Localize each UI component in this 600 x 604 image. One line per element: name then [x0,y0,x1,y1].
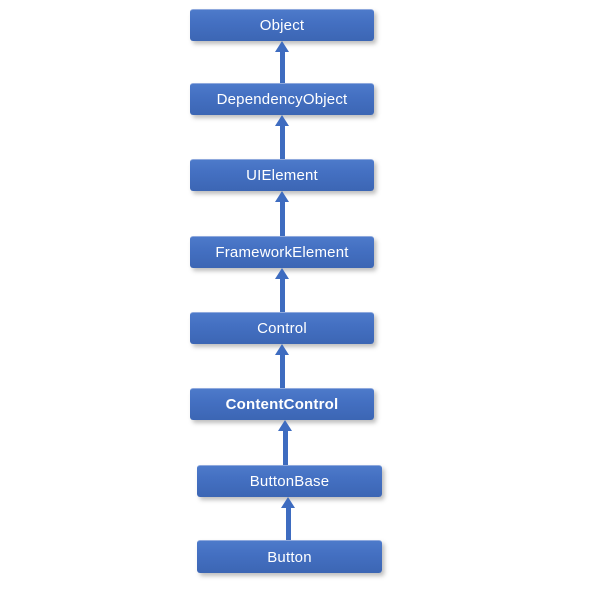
node-frameworkelement-label: FrameworkElement [215,244,349,261]
arrow-shaft [279,52,285,83]
node-dependencyobject-label: DependencyObject [216,91,348,108]
node-uielement-label: UIElement [246,167,318,184]
arrow-shaft [279,279,285,312]
arrow-up-head-icon [275,41,289,52]
arrow-uielement-to-dependencyobject [275,115,289,159]
arrow-up-head-icon [275,344,289,355]
node-button-label: Button [267,548,312,566]
node-uielement: UIElement [190,159,374,191]
node-buttonbase-label: ButtonBase [249,473,330,490]
node-button: Button [197,540,382,573]
arrow-shaft [285,508,291,540]
node-frameworkelement: FrameworkElement [190,236,374,268]
arrow-control-to-frameworkelement [275,268,289,312]
arrow-contentcontrol-to-control [275,344,289,388]
node-object: Object [190,9,374,41]
arrow-up-head-icon [281,497,295,508]
node-contentcontrol: ContentControl [190,388,374,420]
arrow-frameworkelement-to-uielement [275,191,289,236]
arrow-up-head-icon [275,268,289,279]
arrow-shaft [279,126,285,159]
arrow-shaft [282,431,288,465]
node-control: Control [190,312,374,344]
arrow-up-head-icon [275,115,289,126]
node-control-label: Control [257,320,307,337]
arrow-shaft [279,355,285,388]
node-contentcontrol-label: ContentControl [225,396,339,413]
arrow-buttonbase-to-contentcontrol [278,420,292,465]
arrow-shaft [279,202,285,236]
arrow-up-head-icon [275,191,289,202]
arrow-button-to-buttonbase [281,497,295,540]
arrow-up-head-icon [278,420,292,431]
arrow-dependencyobject-to-object [275,41,289,83]
node-dependencyobject: DependencyObject [190,83,374,115]
node-buttonbase: ButtonBase [197,465,382,497]
node-object-label: Object [259,17,305,34]
